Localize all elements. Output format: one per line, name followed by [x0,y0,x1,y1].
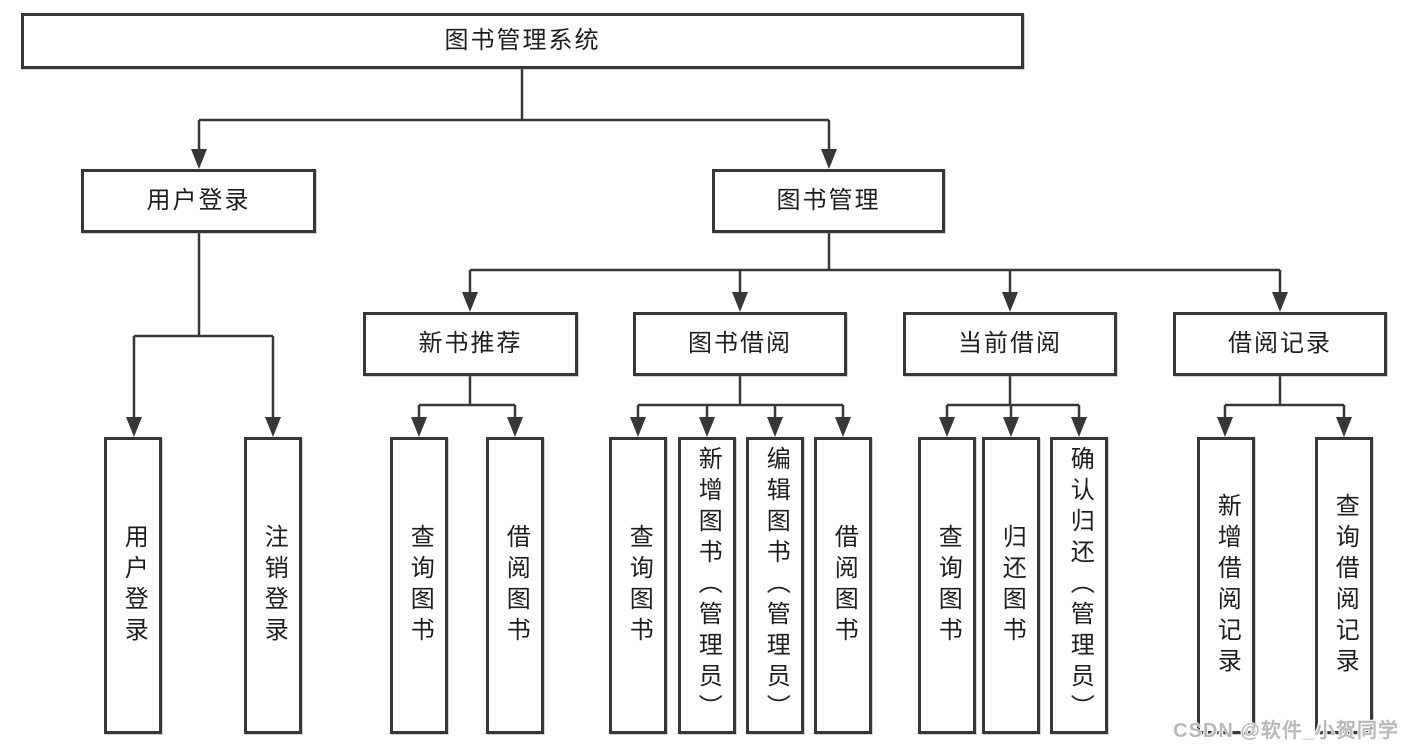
connector-book-borrow-to-leaves [636,376,845,419]
connector-current-borrow-to-leaves [945,376,1081,419]
leaf-br-query-record: 查询借阅记录 [1315,437,1373,734]
node-current-borrow: 当前借阅 [903,312,1117,376]
leaf-bb-add-books-admin: 新增图书（管理员） [678,437,736,734]
leaf-bb-borrow-books: 借阅图书 [814,437,872,734]
csdn-watermark: CSDN @软件_小贺同学 [1173,720,1399,742]
arrowheads-new-book-recommend [411,417,523,437]
node-book-management: 图书管理 [712,169,945,233]
arrowheads-current-borrow [939,417,1087,437]
leaf-bb-edit-books-admin: 编辑图书（管理员） [746,437,804,734]
node-borrow-records: 借阅记录 [1173,312,1387,376]
connector-borrow-records-to-leaves [1223,376,1346,419]
arrowheads-borrow-records [1217,417,1352,437]
leaf-cb-query-books: 查询图书 [918,437,976,734]
connector-new-book-recommend-to-leaves [417,376,517,419]
node-book-borrow: 图书借阅 [633,312,847,376]
leaf-logout: 注销登录 [244,437,302,734]
leaf-cb-return-books: 归还图书 [982,437,1040,734]
arrowheads-user-login [126,417,281,437]
leaf-bb-query-books: 查询图书 [609,437,667,734]
node-new-book-recommend: 新书推荐 [363,312,578,376]
connector-root-to-level2 [197,69,831,152]
connector-book-management-to-level3 [468,233,1282,295]
leaf-nb-query-books: 查询图书 [390,437,448,734]
leaf-br-add-record: 新增借阅记录 [1197,437,1255,734]
leaf-cb-confirm-return-admin: 确认归还（管理员） [1050,437,1108,734]
leaf-user-login: 用户登录 [104,437,162,734]
arrowheads-book-borrow [630,417,851,437]
node-root: 图书管理系统 [21,13,1024,69]
leaf-nb-borrow-books: 借阅图书 [486,437,544,734]
arrowheads-book-management [462,292,1288,312]
connector-user-login-to-leaves [132,233,275,419]
arrowheads-root-to-level2 [191,149,837,169]
node-user-login: 用户登录 [81,169,316,233]
